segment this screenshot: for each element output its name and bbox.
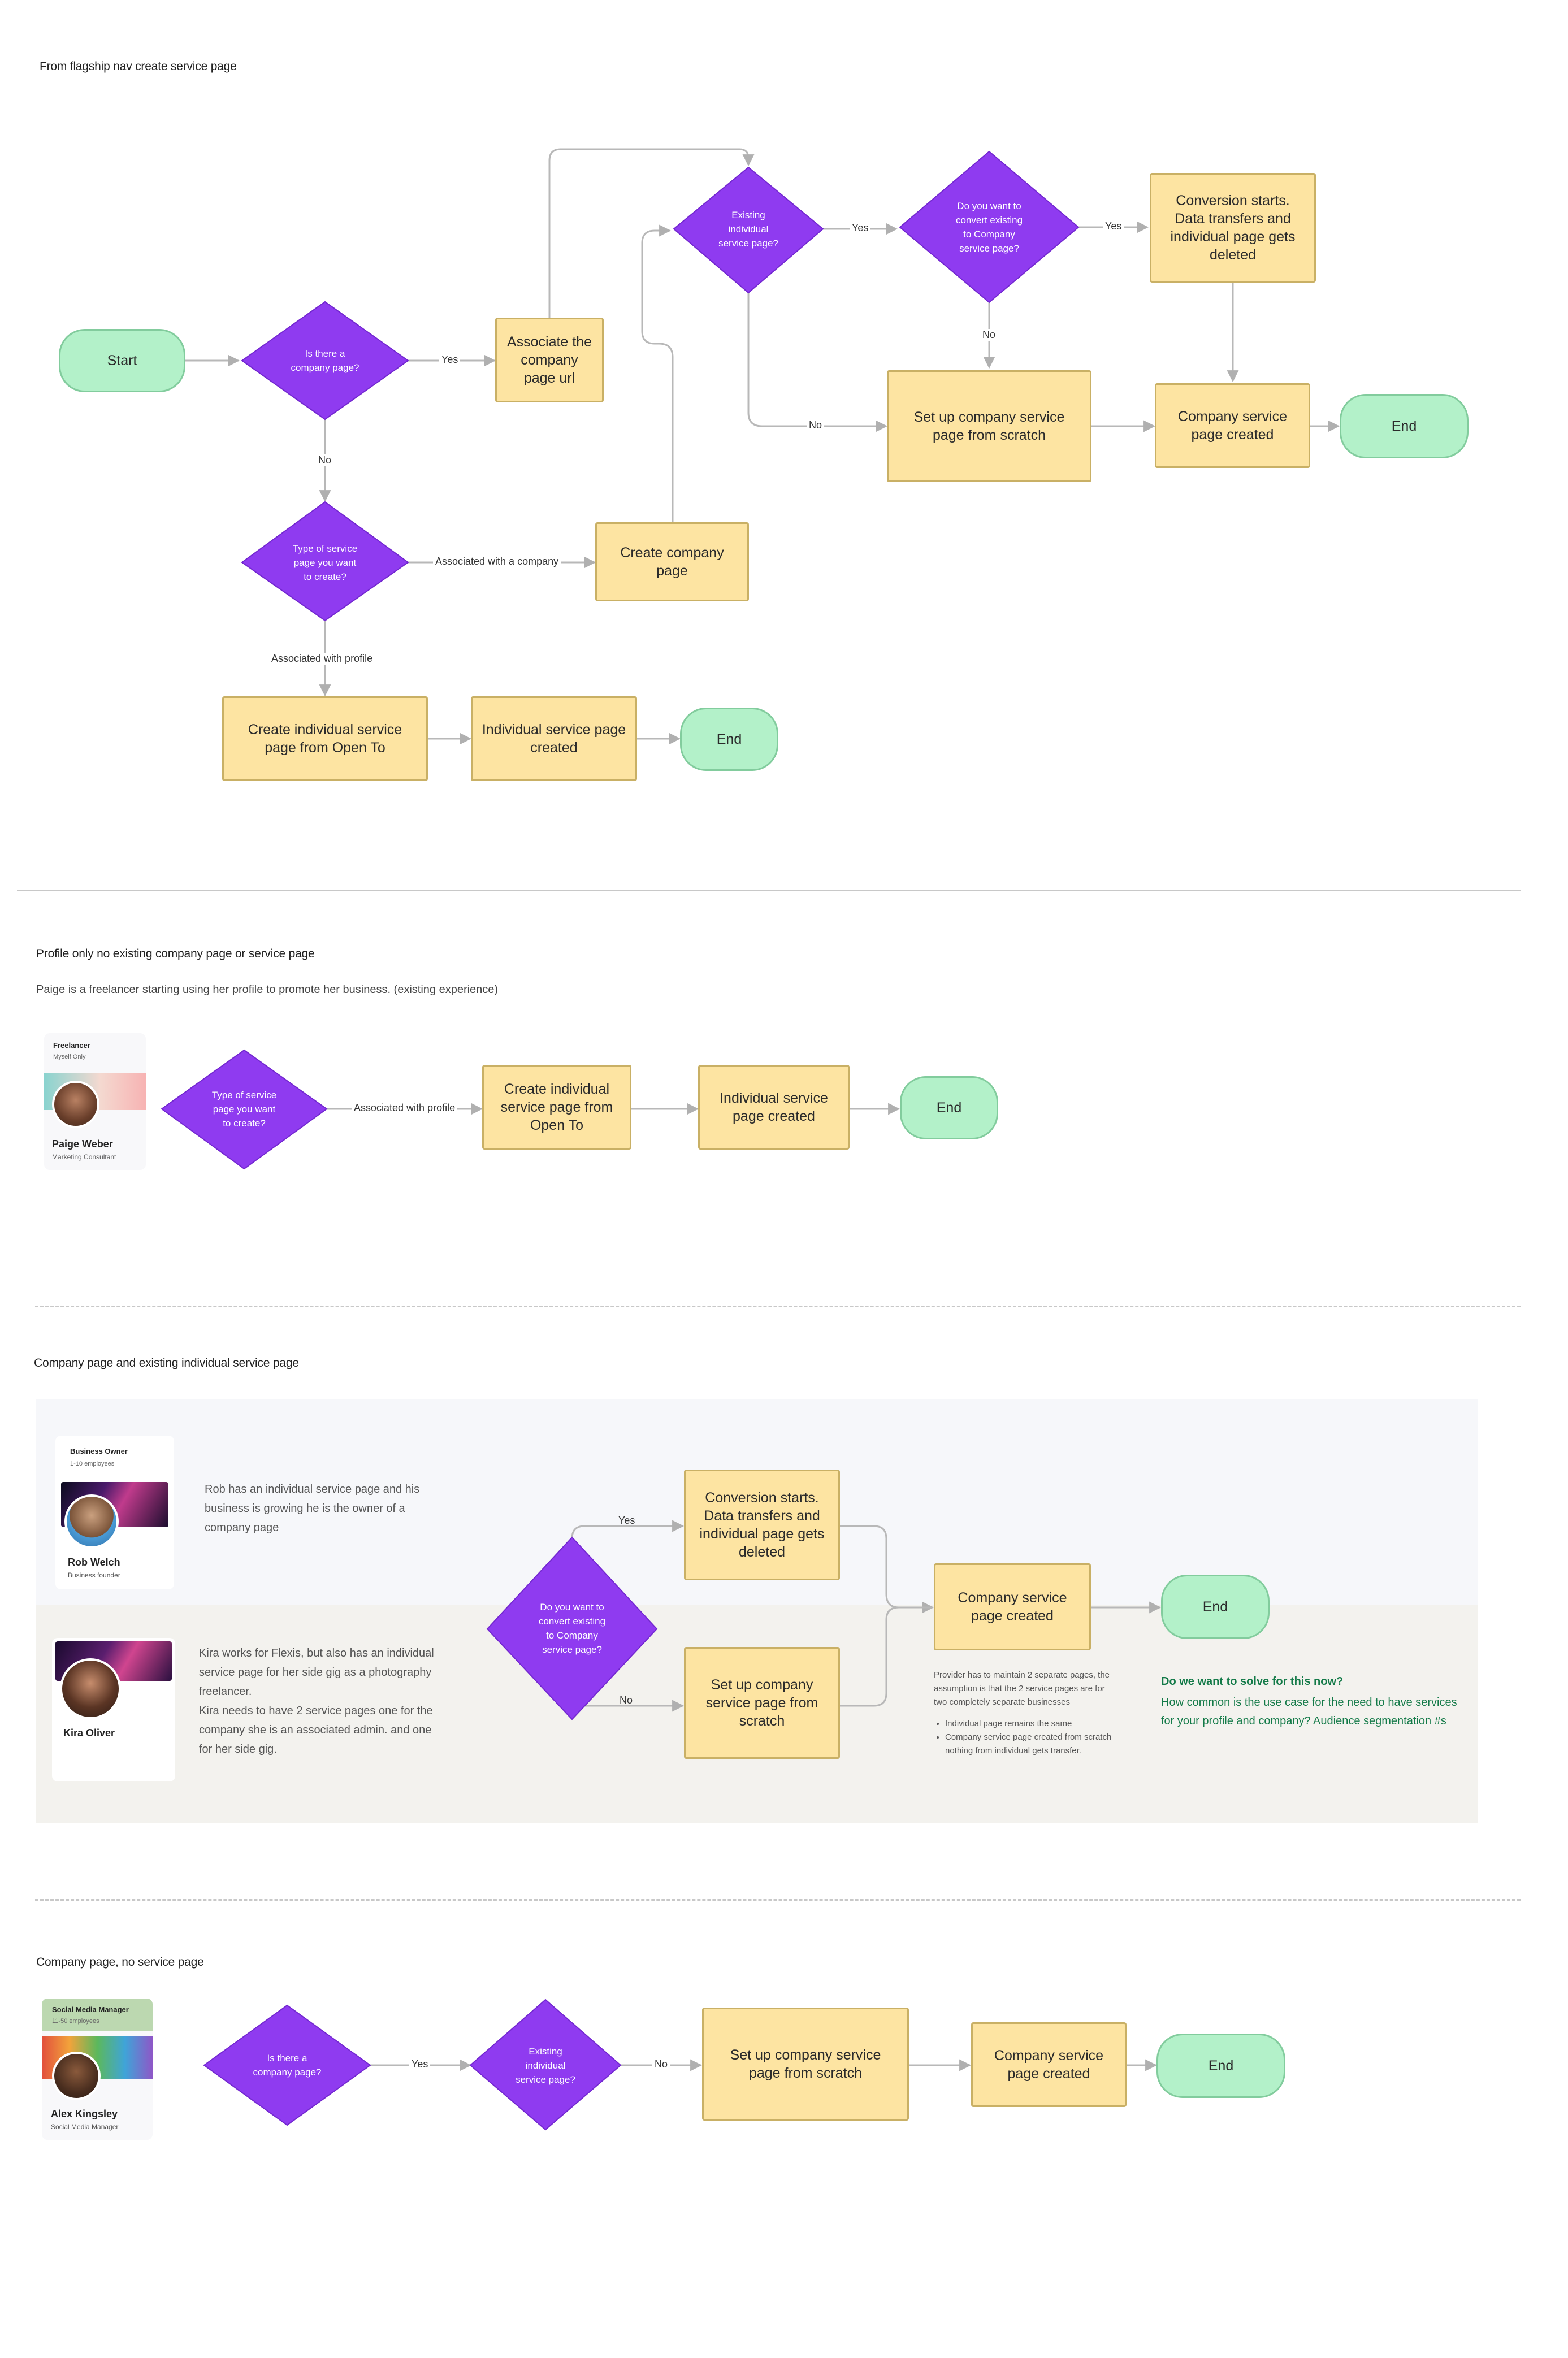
note-bullet: Company service page created from scratc… xyxy=(945,1731,1116,1758)
avatar xyxy=(64,1494,119,1549)
card-name: Rob Welch xyxy=(68,1557,120,1568)
profile-card-kira: Kira Oliver xyxy=(52,1638,175,1781)
edge-label-yes: Yes xyxy=(439,354,461,366)
section-title-2: Profile only no existing company page or… xyxy=(36,947,315,960)
edge-label-yes-convert: Yes xyxy=(1103,220,1124,232)
card-sub: Myself Only xyxy=(53,1054,86,1060)
card-sub: 11-50 employees xyxy=(52,2018,99,2025)
profile-card-paige: Freelancer Myself Only Paige Weber Marke… xyxy=(44,1033,146,1170)
decision-label-f4-q-company: Is there a company page? xyxy=(253,2053,322,2078)
card-title: Business founder xyxy=(68,1571,120,1579)
card-title: Social Media Manager xyxy=(51,2123,119,2131)
decision-f4-q-company xyxy=(203,2004,371,2126)
f3-company-created-box: Company service page created xyxy=(934,1563,1091,1650)
note-list: Individual page remains the same Company… xyxy=(934,1717,1116,1758)
edge-existing-no xyxy=(747,293,888,432)
decision-q-type xyxy=(241,501,409,622)
section-title-4: Company page, no service page xyxy=(36,1956,204,1969)
end-terminal-bottom: End xyxy=(680,708,778,771)
card-sub: 1-10 employees xyxy=(70,1460,115,1467)
profile-card-rob: Business Owner 1-10 employees Rob Welch … xyxy=(55,1436,174,1589)
f4-end-terminal: End xyxy=(1156,2034,1285,2098)
decision-label-q-convert: Do you want to convert existing to Compa… xyxy=(955,201,1023,254)
conversion-starts-box: Conversion starts. Data transfers and in… xyxy=(1150,173,1316,283)
section-title-1: From flagship nav create service page xyxy=(40,60,237,73)
f3-end-terminal: End xyxy=(1161,1575,1270,1639)
create-company-page-box: Create company page xyxy=(595,522,749,601)
f3-setup-scratch-box: Set up company service page from scratch xyxy=(684,1647,840,1759)
kira-description: Kira works for Flexis, but also has an i… xyxy=(199,1647,434,1756)
decision-f2-q-type xyxy=(161,1049,328,1170)
edge-label-f3-yes: Yes xyxy=(618,1515,635,1526)
f4-company-created-box: Company service page created xyxy=(971,2022,1127,2107)
start-terminal: Start xyxy=(59,329,185,392)
f2-end-terminal: End xyxy=(900,1076,998,1139)
note-bullet: Individual page remains the same xyxy=(945,1717,1116,1731)
edge-label-f3-no: No xyxy=(620,1694,633,1706)
associate-company-url-box: Associate the company page url xyxy=(495,318,604,402)
profile-card-alex: Social Media Manager 11-50 employees Ale… xyxy=(42,1999,153,2140)
edge-label-f2-profile: Associated with profile xyxy=(352,1102,458,1114)
create-individual-service-box: Create individual service page from Open… xyxy=(222,696,428,781)
edge-label-f4-no: No xyxy=(652,2058,670,2070)
avatar xyxy=(52,1081,99,1128)
edge-label-no: No xyxy=(316,454,334,466)
card-role: Social Media Manager xyxy=(52,2005,129,2014)
open-question-body: How common is the use case for the need … xyxy=(1161,1696,1457,1727)
decision-label-q-type: Type of service page you want to create? xyxy=(292,543,358,582)
avatar xyxy=(60,1658,121,1719)
end-terminal-top: End xyxy=(1340,394,1469,458)
edge-f3-scratch-to-created xyxy=(840,1606,933,1707)
card-role: Freelancer xyxy=(53,1041,90,1050)
edge-label-no-existing: No xyxy=(807,419,825,431)
edge-label-yes-existing: Yes xyxy=(850,222,871,234)
section-divider-3 xyxy=(35,1899,1521,1901)
f2-create-individual-box: Create individual service page from Open… xyxy=(482,1065,631,1150)
section-title-3: Company page and existing individual ser… xyxy=(34,1356,299,1369)
section-divider-1 xyxy=(17,890,1521,891)
card-role-banner xyxy=(42,1999,153,2031)
f4-setup-scratch-box: Set up company service page from scratch xyxy=(702,2008,909,2121)
avatar xyxy=(52,2052,101,2100)
note-text: Provider has to maintain 2 separate page… xyxy=(934,1670,1110,1707)
edge-assoc-url-to-existing xyxy=(548,148,755,318)
setup-company-scratch-box: Set up company service page from scratch xyxy=(887,370,1091,482)
decision-q-existing xyxy=(673,166,824,294)
decision-label-f4-q-existing: Existing individual service page? xyxy=(516,2045,575,2085)
section-divider-2 xyxy=(35,1306,1521,1307)
card-name: Alex Kingsley xyxy=(51,2108,118,2119)
decision-q-company xyxy=(241,301,409,421)
separate-pages-note: Provider has to maintain 2 separate page… xyxy=(934,1668,1116,1758)
card-name: Paige Weber xyxy=(52,1138,113,1150)
f3-conversion-box: Conversion starts. Data transfers and in… xyxy=(684,1470,840,1580)
decision-f4-q-existing xyxy=(469,1999,622,2131)
f2-individual-created-box: Individual service page created xyxy=(698,1065,850,1150)
edge-create-company-to-existing xyxy=(641,224,674,522)
decision-label-f3-q-convert: Do you want to convert existing to Compa… xyxy=(538,1602,606,1655)
edge-label-associated-profile: Associated with profile xyxy=(269,653,375,665)
card-name: Kira Oliver xyxy=(63,1727,115,1739)
company-service-created-box: Company service page created xyxy=(1155,383,1310,468)
card-title: Marketing Consultant xyxy=(52,1153,116,1161)
decision-label-q-existing: Existing individual service page? xyxy=(718,209,778,249)
decision-label-f2-q-type: Type of service page you want to create? xyxy=(211,1089,277,1129)
edge-label-no-convert: No xyxy=(980,329,998,341)
decision-f3-q-convert xyxy=(486,1536,658,1720)
edge-label-f4-yes: Yes xyxy=(409,2058,431,2070)
rob-description: Rob has an individual service page and h… xyxy=(205,1483,420,1534)
individual-service-created-box: Individual service page created xyxy=(471,696,637,781)
decision-q-convert xyxy=(899,150,1080,304)
card-role: Business Owner xyxy=(70,1447,128,1455)
section-subtitle-2: Paige is a freelancer starting using her… xyxy=(36,983,499,996)
edge-f3-conversion-to-created xyxy=(840,1525,934,1614)
edge-label-associated-company: Associated with a company xyxy=(433,556,561,567)
open-question-title: Do we want to solve for this now? xyxy=(1161,1675,1344,1688)
decision-label-q-company: Is there a company page? xyxy=(291,348,359,373)
